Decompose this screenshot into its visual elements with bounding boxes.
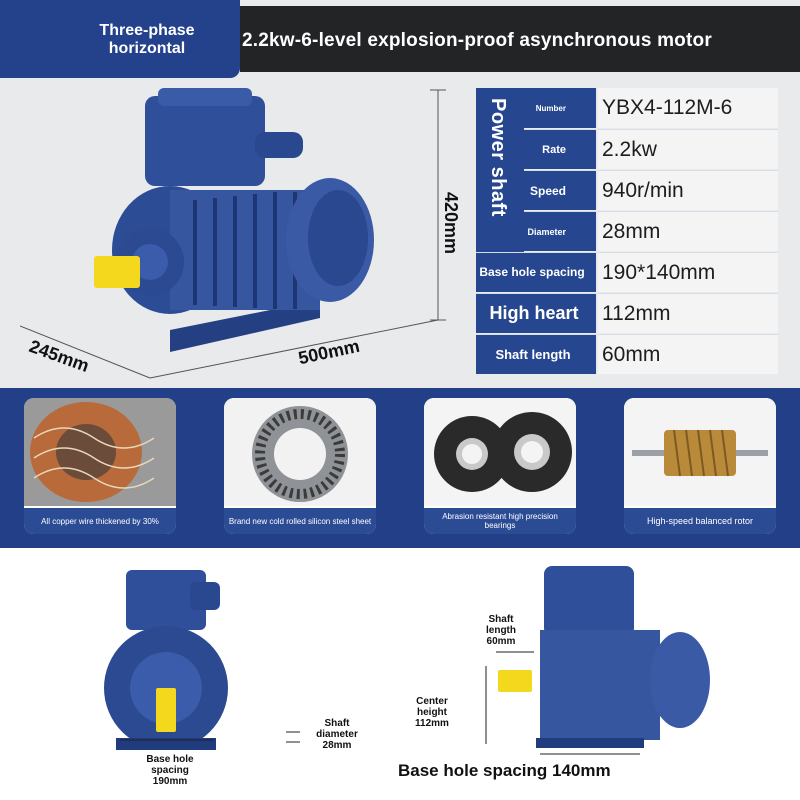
side-base-hole-label: Base hole spacing 140mm bbox=[398, 761, 611, 780]
height-label: 420mm bbox=[441, 192, 461, 255]
spec-value: 60mm bbox=[598, 334, 778, 374]
spec-table: Number YBX4-112M-6 Rate 2.2kw Speed 940r… bbox=[476, 88, 778, 378]
spec-row: Shaft length 60mm bbox=[476, 334, 778, 374]
motor-views-image bbox=[104, 566, 710, 755]
title-bar bbox=[240, 6, 800, 72]
bearings-icon bbox=[424, 398, 576, 506]
length-dimension-line bbox=[149, 319, 439, 379]
shaft-diameter-label: Shaft diameter 28mm bbox=[316, 718, 358, 751]
width-dimension-line bbox=[19, 325, 151, 379]
feature-caption: High-speed balanced rotor bbox=[624, 508, 776, 534]
page-title: 2.2kw-6-level explosion-proof asynchrono… bbox=[242, 30, 712, 51]
feature-card: High-speed balanced rotor bbox=[624, 398, 776, 534]
spec-key: Base hole spacing bbox=[476, 252, 596, 292]
center-height-label: Center height 112mm bbox=[415, 696, 449, 729]
spec-value: 940r/min bbox=[598, 170, 778, 210]
spec-value: 190*140mm bbox=[598, 252, 778, 292]
spec-key: High heart bbox=[476, 293, 596, 333]
motor-dimension-figure: 420mm 500mm 245mm bbox=[19, 80, 480, 380]
silicon-steel-sheet-icon bbox=[224, 398, 376, 506]
feature-caption: Abrasion resistant high precision bearin… bbox=[424, 508, 576, 534]
spec-value: YBX4-112M-6 bbox=[598, 88, 778, 128]
spec-row: Number YBX4-112M-6 bbox=[476, 88, 778, 128]
feature-caption: All copper wire thickened by 30% bbox=[24, 508, 176, 534]
side-shaft-icon bbox=[498, 670, 532, 692]
spec-row: Base hole spacing 190*140mm bbox=[476, 252, 778, 292]
feature-card: Brand new cold rolled silicon steel shee… bbox=[224, 398, 376, 534]
front-shaft-icon bbox=[156, 688, 176, 732]
category-tag bbox=[0, 0, 240, 78]
motor-image bbox=[19, 88, 446, 379]
spec-key: Shaft length bbox=[476, 334, 596, 374]
feature-caption: Brand new cold rolled silicon steel shee… bbox=[224, 508, 376, 534]
spec-value: 112mm bbox=[598, 293, 778, 333]
feature-card: Abrasion resistant high precision bearin… bbox=[424, 398, 576, 534]
spec-side-banner: Power shaft bbox=[476, 88, 524, 252]
spec-value: 28mm bbox=[598, 211, 778, 251]
bottom-dimension-views: Shaft diameter 28mm Base hole spacing 19… bbox=[0, 548, 800, 800]
feature-card: All copper wire thickened by 30% bbox=[24, 398, 176, 534]
shaft-length-label: Shaft length 60mm bbox=[486, 614, 516, 647]
copper-winding-icon bbox=[24, 398, 176, 506]
spec-side-label: Power shaft bbox=[487, 98, 509, 217]
spec-row: High heart 112mm bbox=[476, 293, 778, 333]
rotor-icon bbox=[624, 398, 776, 506]
category-tag-label: Three-phase horizontal bbox=[99, 22, 195, 57]
feature-band: All copper wire thickened by 30% Brand n… bbox=[0, 388, 800, 548]
header: Three-phase horizontal 2.2kw-6-level exp… bbox=[0, 0, 800, 78]
spec-value: 2.2kw bbox=[598, 129, 778, 169]
front-base-hole-label: Base hole spacing 190mm bbox=[146, 754, 194, 787]
shaft-icon bbox=[94, 256, 140, 288]
